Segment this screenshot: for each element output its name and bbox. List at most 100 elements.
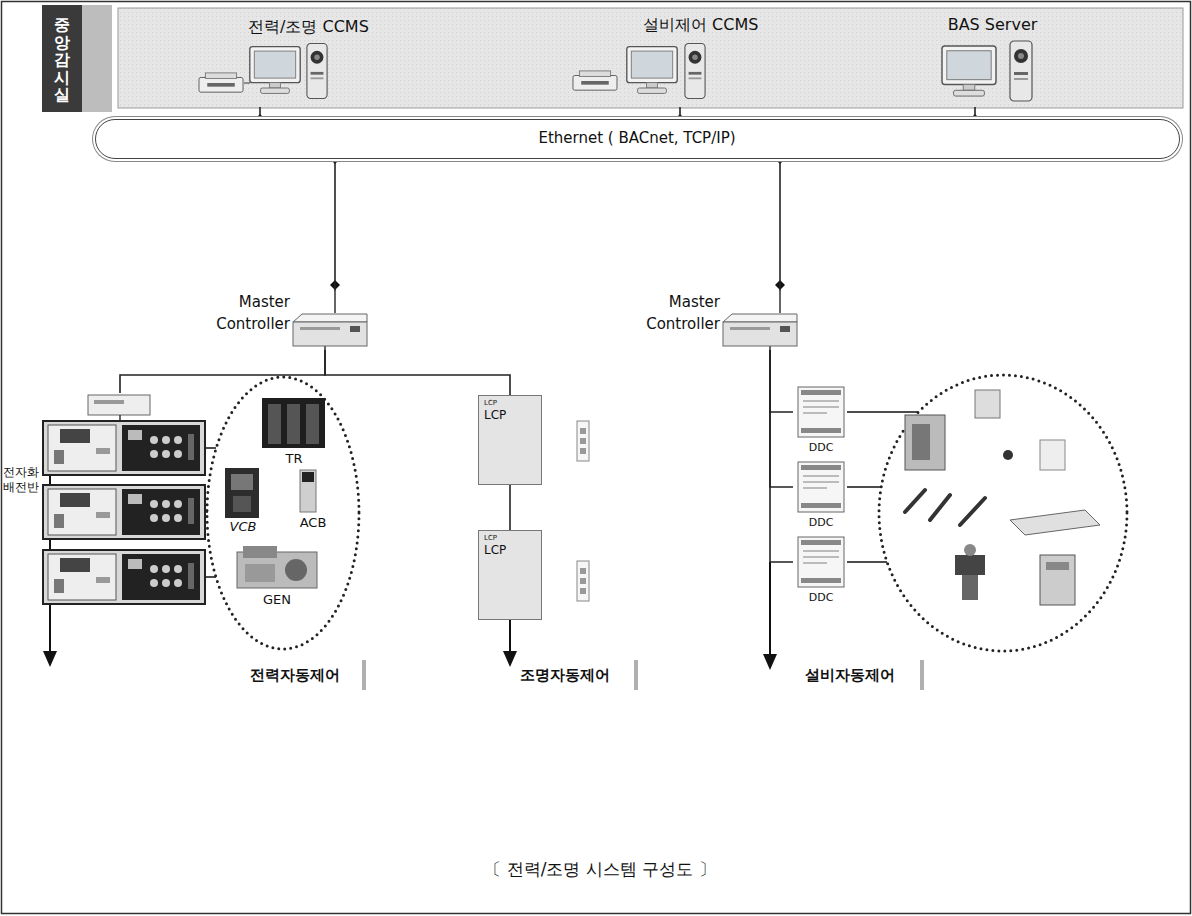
section-bracket-bars bbox=[362, 660, 924, 690]
control-room-panel bbox=[42, 5, 1183, 112]
panel-label: LCP bbox=[484, 543, 536, 558]
connector-line bbox=[770, 350, 793, 562]
switchboard-stack bbox=[119, 415, 121, 420]
control-room-band: 중앙감시실전력/조명 CCMS설비제어 CCMSBAS Server bbox=[40, 5, 1186, 112]
power-equipment-pictures bbox=[300, 470, 316, 512]
controller-label: Master Controller bbox=[636, 292, 720, 336]
connector-line bbox=[334, 159, 336, 291]
workstation-icons bbox=[199, 73, 243, 92]
power-equipment-pictures bbox=[243, 546, 277, 558]
connector-line bbox=[325, 350, 510, 395]
switchboard-stack bbox=[43, 550, 205, 604]
facility-equipment-pictures bbox=[960, 498, 985, 525]
equipment-item: ACB bbox=[290, 466, 339, 535]
facility-equipment-pictures bbox=[905, 390, 1100, 605]
section-label: 전력자동제어 bbox=[250, 666, 358, 685]
switchboard-column: 전자화 배전반 bbox=[2, 393, 208, 607]
connector-line bbox=[120, 350, 325, 393]
switchboard-stack bbox=[94, 400, 124, 404]
power-equipment-pictures bbox=[285, 559, 307, 581]
master-controller-devices bbox=[293, 314, 367, 346]
ddc-controller: DDC bbox=[793, 533, 852, 608]
section-label: 설비자동제어 bbox=[805, 666, 917, 685]
connector-line bbox=[679, 107, 681, 119]
facility-equipment-pictures bbox=[912, 424, 930, 460]
workstation-icons bbox=[627, 47, 677, 94]
ddc-controllers bbox=[847, 486, 881, 488]
workstation-label: 설비제어 CCMS bbox=[643, 15, 773, 35]
master-controller-devices bbox=[334, 291, 336, 313]
facility-equipment-pictures bbox=[962, 575, 978, 600]
power-equipment-pictures bbox=[268, 404, 281, 444]
power-equipment-pictures bbox=[287, 404, 300, 444]
workstation-icons bbox=[250, 47, 300, 94]
equipment-label: GEN bbox=[232, 592, 322, 608]
workstation-icons bbox=[573, 71, 617, 90]
switchboard-stack bbox=[43, 651, 57, 667]
ddc-controllers bbox=[847, 561, 887, 563]
control-room-panel bbox=[118, 8, 1183, 108]
ddc-controllers bbox=[769, 562, 771, 655]
workstation-icons bbox=[1010, 41, 1032, 101]
workstation: 전력/조명 CCMS bbox=[190, 13, 385, 107]
section-bracket-bars bbox=[920, 660, 924, 690]
facility-equipment-pictures bbox=[930, 495, 950, 520]
switchboard-stack bbox=[43, 485, 205, 539]
power-equipment-pictures bbox=[262, 398, 325, 448]
connector-line bbox=[259, 107, 261, 119]
ddc-controllers bbox=[763, 654, 777, 670]
power-equipment-pictures bbox=[245, 564, 275, 582]
equipment-label: ACB bbox=[290, 515, 336, 531]
facility-equipment-pictures bbox=[905, 490, 925, 512]
switchboard-stack bbox=[49, 540, 51, 549]
facility-equipment-pictures bbox=[1040, 555, 1075, 605]
server: BAS Server bbox=[930, 11, 1058, 107]
power-equipment-pictures bbox=[231, 474, 253, 490]
facility-equipment-pictures bbox=[1046, 562, 1069, 570]
master-controller: Master Controller bbox=[636, 291, 804, 350]
lighting-control-parts bbox=[503, 651, 517, 667]
section-label: 조명자동제어 bbox=[520, 666, 630, 685]
lighting-control-panel: LCPLCP bbox=[478, 395, 542, 485]
section-bracket-bars bbox=[362, 660, 366, 690]
power-equipment-pictures bbox=[225, 398, 325, 588]
ddc-controllers bbox=[798, 537, 844, 587]
facility-equipment-pictures bbox=[1003, 450, 1013, 460]
connector-line bbox=[974, 107, 976, 119]
panel-mark: LCP bbox=[484, 399, 524, 408]
connector-line bbox=[770, 350, 793, 412]
connector-line bbox=[779, 159, 781, 291]
ddc-controllers bbox=[798, 462, 844, 512]
panel-label: LCP bbox=[484, 408, 536, 423]
ddc-controllers bbox=[847, 411, 918, 413]
bus-label: Ethernet ( BACnet, TCP/IP) bbox=[96, 129, 1178, 148]
ddc-controllers bbox=[798, 387, 844, 437]
switchboard-stack bbox=[43, 421, 205, 475]
ddc-controller: DDC bbox=[793, 458, 852, 533]
connector-line bbox=[509, 485, 511, 530]
lighting-control-panel: LCPLCP bbox=[478, 530, 542, 620]
ddc-controller: DDC bbox=[793, 383, 852, 458]
workstation-icons bbox=[685, 44, 705, 99]
figure-caption: 〔 전력/조명 시스템 구성도 〕 bbox=[300, 858, 900, 881]
equipment-item: GEN bbox=[232, 543, 325, 612]
switchboard-stack bbox=[206, 447, 216, 449]
workstation: 설비제어 CCMS bbox=[565, 11, 775, 107]
server-label: BAS Server bbox=[930, 15, 1055, 35]
equipment-item: TR bbox=[258, 396, 333, 470]
switchboard-stack bbox=[49, 605, 51, 652]
master-controller-devices bbox=[723, 314, 797, 346]
lighting-control-parts bbox=[577, 421, 589, 461]
facility-equipment-pictures bbox=[964, 544, 976, 556]
master-controller-devices bbox=[293, 291, 797, 350]
switchboard-stack bbox=[49, 476, 51, 484]
power-equipment-pictures bbox=[225, 468, 259, 518]
power-equipment-pictures bbox=[302, 472, 314, 482]
workstation-icons bbox=[942, 46, 996, 96]
workstation-label: 전력/조명 CCMS bbox=[248, 17, 382, 37]
lighting-control-parts bbox=[577, 561, 589, 601]
master-controller-devices bbox=[769, 346, 771, 350]
master-controller-devices bbox=[779, 291, 781, 313]
